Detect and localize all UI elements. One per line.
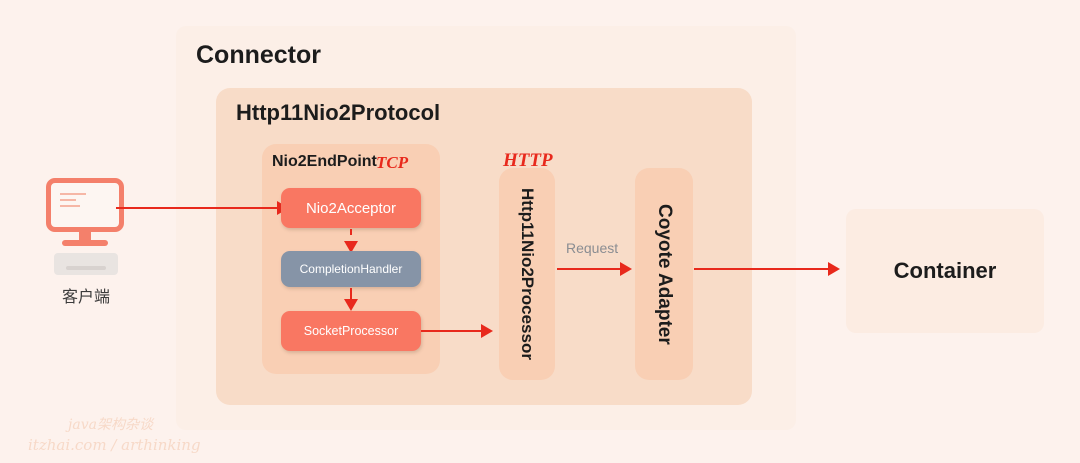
client-monitor-base-icon [62,240,108,246]
node-http11nio2processor-label: Http11Nio2Processor [518,188,537,360]
node-nio2acceptor[interactable]: Nio2Acceptor [281,188,421,228]
client-screen-lines-icon [60,193,94,213]
edge-completion-to-socket-line [350,288,352,302]
edge-completion-to-socket-head [344,299,358,311]
connector-title: Connector [196,41,321,69]
edge-request-label: Request [566,240,619,256]
node-coyote-adapter[interactable]: Coyote Adapter [635,168,693,380]
edge-processor-to-adapter-head [620,262,632,276]
container-box [846,209,1044,333]
client-label: 客户端 [61,289,110,306]
container-label: Container [893,258,997,283]
node-socketprocessor-label: SocketProcessor [303,324,399,338]
edge-acceptor-to-completion-line [350,229,352,247]
node-http11nio2processor[interactable]: Http11Nio2Processor [499,168,555,380]
node-completionhandler[interactable]: CompletionHandler [281,251,421,287]
nio2endpoint-title: Nio2EndPoint [272,153,377,170]
node-nio2acceptor-label: Nio2Acceptor [305,199,397,217]
node-socketprocessor[interactable]: SocketProcessor [281,311,421,351]
node-coyote-adapter-label: Coyote Adapter [654,203,675,345]
edge-acceptor-to-completion-head [344,241,358,253]
client-monitor-icon [46,178,124,232]
tcp-protocol-tag: TCP [376,153,409,172]
edge-client-to-acceptor-line [116,207,279,209]
edge-adapter-to-container-head [828,262,840,276]
edge-adapter-to-container-line [694,268,830,270]
http-protocol-tag: HTTP [503,150,553,171]
client-keyboard-icon [54,253,118,275]
edge-socket-to-processor-line [421,330,483,332]
node-completionhandler-label: CompletionHandler [299,262,403,276]
edge-socket-to-processor-head [481,324,493,338]
watermark-line-2: itzhai.com / arthinking [28,436,201,454]
watermark-line-1: java架构杂谈 [68,417,153,433]
http11nio2protocol-title: Http11Nio2Protocol [236,100,441,125]
client-monitor-stand-icon [79,232,91,242]
edge-processor-to-adapter-line [557,268,623,270]
